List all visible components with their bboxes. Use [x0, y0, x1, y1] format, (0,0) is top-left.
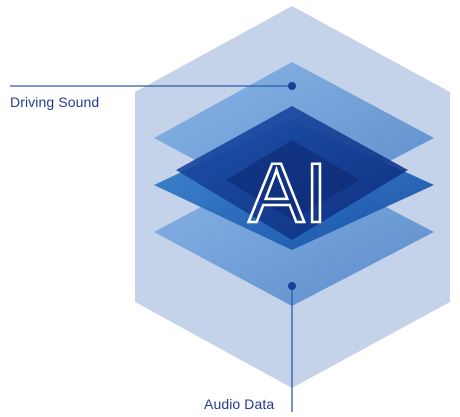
- layer-core-inner: [226, 140, 360, 220]
- audio-data-dot: [288, 282, 296, 290]
- driving-sound-dot: [288, 82, 296, 90]
- ai-center-text: AI: [248, 146, 327, 240]
- driving-sound-label: Driving Sound: [10, 94, 100, 110]
- audio-data-label: Audio Data: [204, 396, 275, 412]
